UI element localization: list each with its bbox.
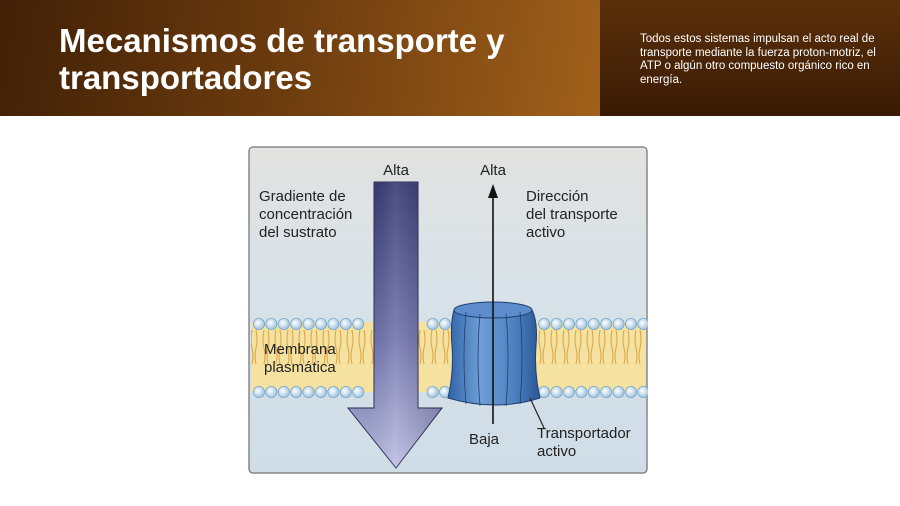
arrow-down-top-label: Alta — [383, 162, 410, 179]
phospholipid-head — [352, 317, 365, 330]
phospholipid-head — [637, 318, 648, 330]
phospholipid-head — [426, 385, 439, 398]
phospholipid-head — [352, 385, 365, 398]
phospholipid-head — [538, 385, 551, 398]
phospholipid-head — [637, 386, 648, 398]
header-bar: Mecanismos de transporte y transportador… — [0, 0, 900, 116]
phospholipid-head — [327, 317, 340, 330]
phospholipid-head — [265, 317, 278, 330]
phospholipid-head — [612, 317, 625, 330]
active-transport-direction-arrow — [488, 184, 498, 424]
phospholipid-head — [426, 317, 439, 330]
arrow-up-bottom-label: Baja — [469, 431, 500, 448]
phospholipid-head — [315, 317, 328, 330]
active-transporter-protein — [447, 301, 541, 407]
phospholipid-head — [290, 317, 303, 330]
phospholipid-head — [538, 317, 551, 330]
transport-diagram: Alta Alta Baja Gradiente de concentració… — [248, 146, 648, 474]
title-panel — [0, 0, 600, 116]
slide-note: Todos estos sistemas impulsan el acto re… — [640, 33, 876, 86]
phospholipid-head — [550, 385, 563, 398]
direction-label: Dirección del transporte activo — [526, 188, 622, 241]
phospholipid-head — [550, 317, 563, 330]
phospholipid-head — [624, 385, 637, 398]
phospholipid-head — [339, 317, 352, 330]
phospholipid-head — [587, 385, 600, 398]
phospholipid-head — [253, 317, 265, 330]
transporter-label: Transportador activo — [537, 425, 635, 460]
slide-title: Mecanismos de transporte y transportador… — [59, 22, 505, 96]
phospholipid-head — [562, 317, 575, 330]
phospholipid-head — [600, 385, 613, 398]
phospholipid-head — [562, 385, 575, 398]
phospholipid-head — [600, 317, 613, 330]
phospholipid-heads-bottom — [253, 385, 648, 398]
membrane-label: Membrana plasmática — [264, 341, 340, 376]
phospholipid-head — [438, 317, 451, 330]
phospholipid-head — [339, 385, 352, 398]
note-panel — [600, 0, 900, 116]
phospholipid-head — [253, 385, 265, 398]
phospholipid-heads-top — [253, 317, 648, 330]
concentration-gradient-arrow — [346, 181, 444, 469]
phospholipid-head — [302, 317, 315, 330]
phospholipid-head — [277, 317, 290, 330]
phospholipid-head — [290, 385, 303, 398]
phospholipid-head — [587, 317, 600, 330]
phospholipid-head — [327, 385, 340, 398]
phospholipid-head — [302, 385, 315, 398]
transporter-pointer-line — [529, 397, 545, 429]
phospholipid-head — [265, 385, 278, 398]
gradient-label: Gradiente de concentración del sustrato — [259, 188, 357, 241]
phospholipid-head — [575, 317, 588, 330]
phospholipid-head — [315, 385, 328, 398]
phospholipid-head — [277, 385, 290, 398]
phospholipid-head — [612, 385, 625, 398]
phospholipid-head — [624, 317, 637, 330]
arrow-up-top-label: Alta — [480, 162, 507, 179]
phospholipid-head — [575, 385, 588, 398]
